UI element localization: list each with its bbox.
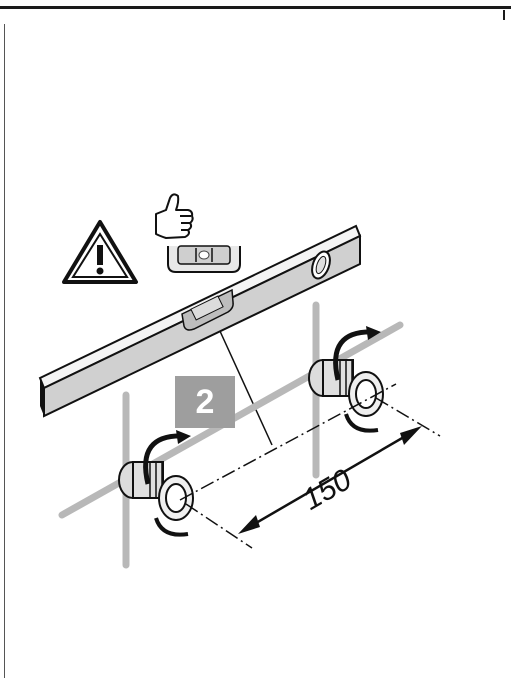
dimension-line [238, 426, 422, 534]
right-pipe-fitting [308, 326, 384, 433]
thumbs-up-icon [155, 193, 194, 239]
spirit-level-bar [38, 224, 362, 418]
corner-mark [503, 10, 505, 20]
step-number-badge: 2 [175, 376, 235, 428]
warning-triangle-icon [62, 220, 138, 284]
pointer-line [213, 317, 273, 446]
dimension-label: 150 [297, 463, 357, 517]
dimension-extension-lines [185, 397, 441, 549]
left-pipe-fitting [118, 430, 194, 537]
centre-axis-line [179, 383, 397, 501]
top-border [0, 6, 511, 9]
left-margin-line [4, 24, 5, 678]
spirit-level-icon [167, 245, 241, 273]
